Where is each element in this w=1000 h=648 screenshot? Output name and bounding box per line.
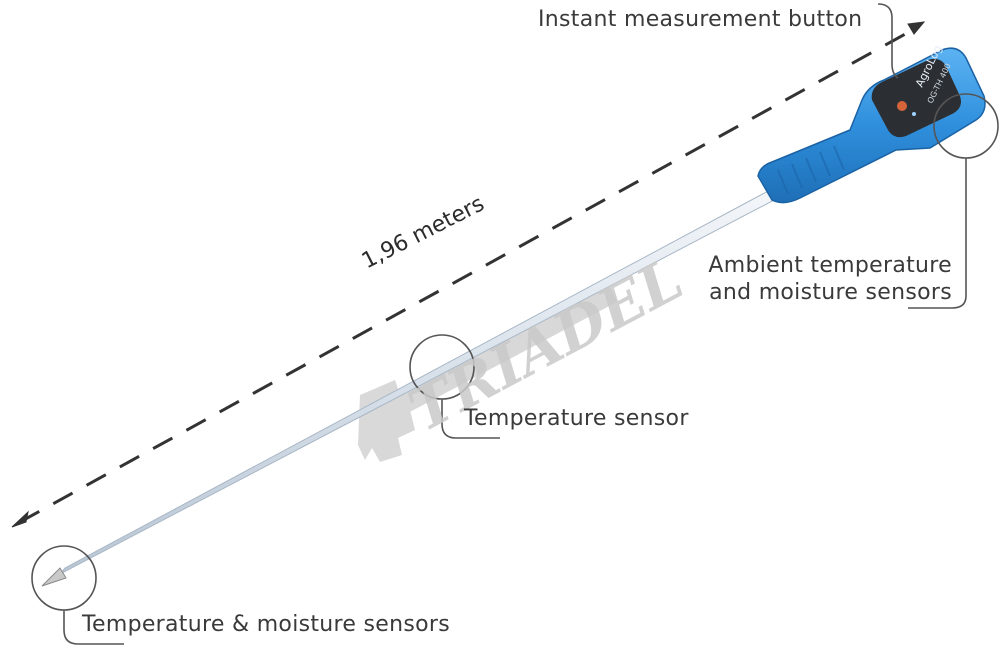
led-indicator-icon xyxy=(912,112,916,116)
label-ambient-line1: Ambient temperature xyxy=(708,253,952,278)
label-ambient-line2: and moisture sensors xyxy=(709,280,952,305)
callout-ambient xyxy=(908,93,999,309)
gear-logo-icon xyxy=(358,282,618,462)
probe-handle xyxy=(757,47,986,204)
double-arrow-icon xyxy=(11,21,926,528)
label-temperature-sensor: Temperature sensor xyxy=(464,406,689,431)
led-button-icon[interactable] xyxy=(897,101,907,111)
label-instant-measurement-button: Instant measurement button xyxy=(538,7,863,32)
label-tip-sensors: Temperature & moisture sensors xyxy=(82,612,450,637)
callout-tip xyxy=(31,545,124,645)
callout-button xyxy=(877,3,899,79)
device-head-panel: AgroLog OG-TH 400 xyxy=(871,43,961,138)
callout-temperature xyxy=(409,334,500,439)
